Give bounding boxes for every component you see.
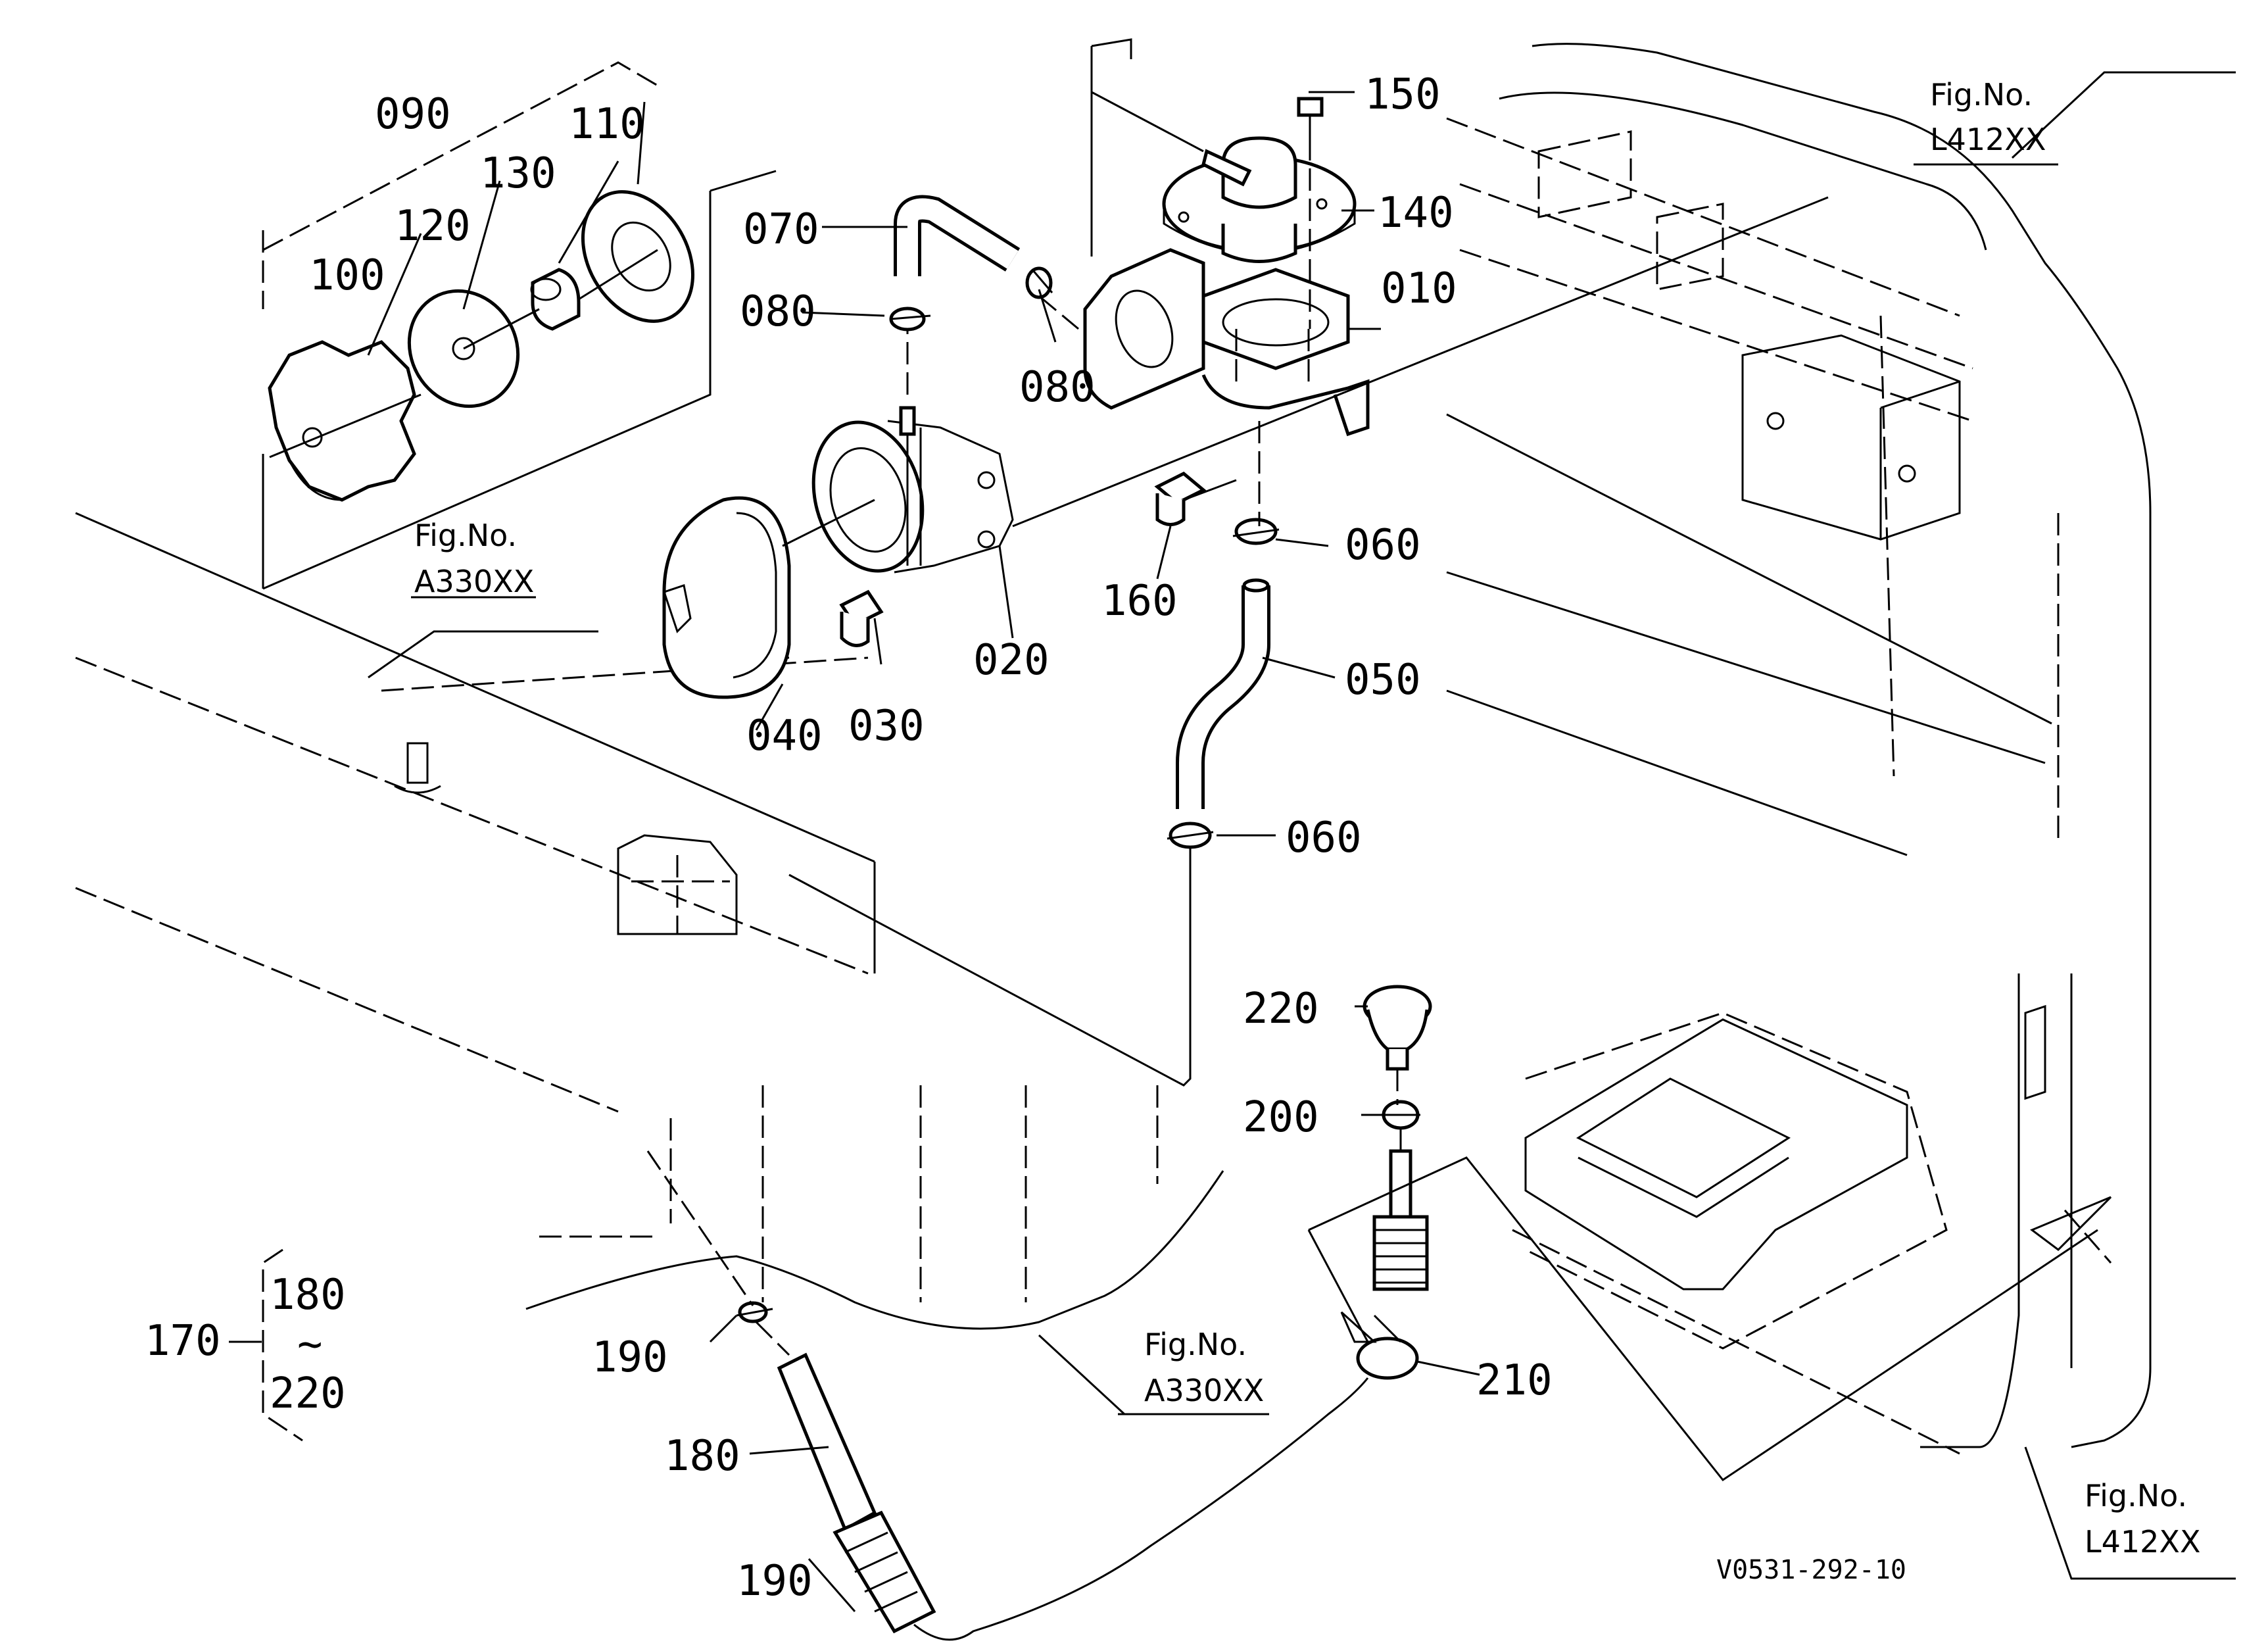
drawing-code: V0531-292-10 [1716,1555,1906,1585]
callout-080-right: 080 [1019,363,1096,412]
flange-bolt-160 [1154,472,1207,526]
hose-clip-060-top [1232,518,1280,545]
callout-130: 130 [480,149,556,198]
callout-080-left: 080 [740,287,816,336]
drain-fitting [1372,1149,1429,1291]
callout-140: 140 [1378,189,1454,237]
callout-220-group: 220 [270,1369,346,1418]
breather-hose [894,195,1021,276]
callout-110: 110 [569,100,645,149]
callout-060-bottom: 060 [1286,814,1362,862]
fuel-tank-outline [75,512,1224,1330]
vent-valve [1162,136,1357,263]
callout-190-bottom: 190 [592,1333,668,1382]
callout-030: 030 [848,702,925,750]
fig-ref-l412-top-title: Fig.No. [1930,77,2033,112]
spacer-collar [530,268,581,331]
assembly-lines [269,38,2098,1482]
fig-ref-a330-bottom-number: A330XX [1144,1373,1264,1408]
callout-180-group: 180 [270,1271,346,1319]
fig-ref-l412-bottom-title: Fig.No. [2085,1478,2187,1513]
callout-020: 020 [973,636,1050,685]
hose-clip-080-left [889,307,931,332]
callout-060-top: 060 [1345,521,1421,570]
drain-tube [777,1352,936,1634]
group-bracket-090 [262,61,658,309]
kit-boundary-100-130 [262,191,712,590]
callout-070: 070 [743,205,819,254]
fuel-cap-knob [268,340,416,502]
callout-050: 050 [1345,656,1421,704]
fig-ref-a330-bottom-title: Fig.No. [1144,1327,1247,1362]
fig-ref-a330-top-title: Fig.No. [414,518,517,553]
range-separator: ~ [297,1320,323,1369]
callout-040: 040 [746,712,823,760]
fig-ref-a330-top-number: A330XX [414,564,534,599]
fig-ref-underlines [411,163,2236,1580]
callout-120: 120 [395,202,471,251]
hose-clip-080-right [1025,266,1053,299]
callout-170: 170 [145,1317,221,1365]
callout-150: 150 [1364,70,1441,119]
mounting-bracket [1083,248,1370,437]
callout-010: 010 [1381,264,1457,313]
fig-ref-l412-bottom-number: L412XX [2085,1524,2200,1560]
callout-190-top: 200 [1243,1093,1319,1142]
callout-220-top: 220 [1243,985,1319,1033]
fig-ref-l412-top-number: L412XX [1930,122,2046,157]
callout-160: 160 [1101,577,1178,626]
cab-frame-outline [1446,43,2152,1455]
screw-150 [1297,97,1324,138]
callout-200: 190 [736,1557,813,1606]
drain-hose [1176,578,1270,809]
band-clip [662,496,791,699]
group-bracket-170 [262,1248,303,1442]
hose-clip-190-top [1381,1100,1420,1130]
callout-090: 090 [375,90,451,139]
leader-lines [367,71,2236,1612]
flange-bolt-030 [839,589,884,647]
ring-washer [581,190,695,323]
callout-100: 100 [309,251,385,300]
drain-cap [1363,985,1432,1071]
callout-180: 180 [664,1432,740,1481]
filler-neck [811,406,1014,574]
cable-clamp [1340,1311,1419,1380]
hose-clip-190-bottom [736,1301,773,1323]
hose-clip-060-bottom [1167,822,1214,849]
callout-210: 210 [1476,1356,1553,1405]
drain-cable [913,1377,1369,1641]
